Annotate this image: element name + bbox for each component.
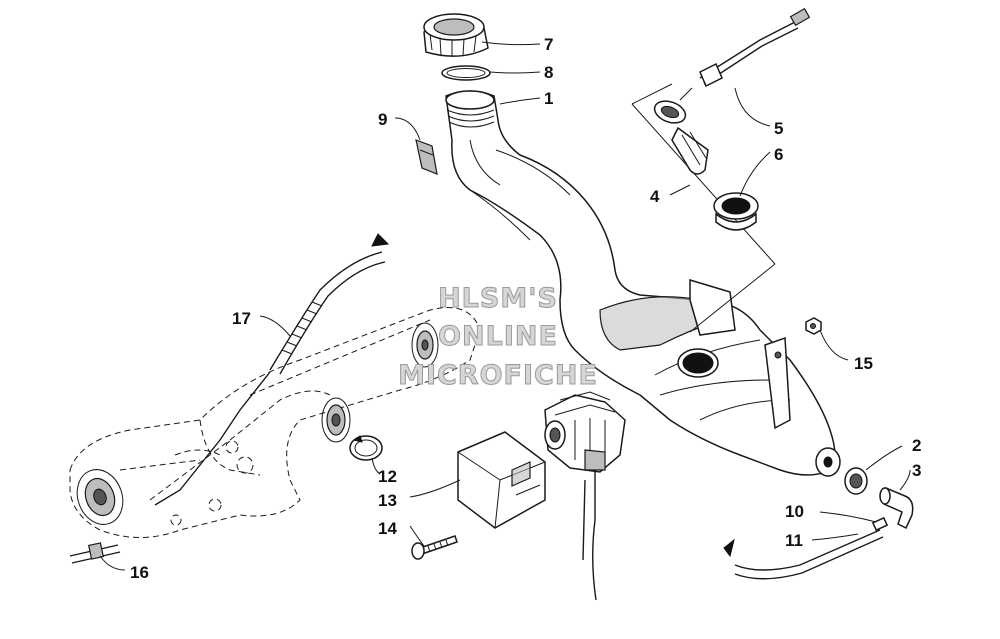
callout-17: 17 <box>232 309 251 328</box>
callout-5: 5 <box>774 119 783 138</box>
callout-6: 6 <box>774 145 783 164</box>
watermark: HLSM'S ONLINE MICROFICHE <box>398 283 598 392</box>
callout-8: 8 <box>544 63 553 82</box>
callout-11: 11 <box>785 531 803 550</box>
flange-nut <box>805 317 822 335</box>
callout-7: 7 <box>544 35 553 54</box>
fuel-tank <box>445 90 841 477</box>
carburetor <box>544 391 626 601</box>
watermark-line-2: ONLINE <box>438 321 558 352</box>
tank-bracket <box>764 336 791 430</box>
warning-decal <box>415 139 438 175</box>
callout-3: 3 <box>912 461 921 480</box>
engine-chassis-outline <box>69 307 481 538</box>
hose-fitting <box>69 542 121 564</box>
grommet <box>844 467 868 495</box>
fuel-level-sender <box>653 100 709 175</box>
callout-13: 13 <box>378 491 397 510</box>
drive-sprocket-middle <box>321 397 351 443</box>
callout-2: 2 <box>912 436 921 455</box>
drive-sprocket-right <box>411 322 439 368</box>
callout-10: 10 <box>785 502 804 521</box>
callout-15: 15 <box>854 354 873 373</box>
callout-12: 12 <box>378 467 397 486</box>
sender-nut <box>713 192 759 231</box>
drive-sprocket-left <box>76 469 124 525</box>
callout-1: 1 <box>544 89 553 108</box>
callout-16: 16 <box>130 563 149 582</box>
fuel-cap <box>423 13 489 57</box>
leader-lines <box>99 41 911 571</box>
callout-labels: 7 8 1 9 5 6 4 15 2 3 10 11 12 13 14 17 1… <box>130 35 921 582</box>
watermark-line-3: MICROFICHE <box>398 360 598 391</box>
vent-box <box>457 431 546 529</box>
callout-14: 14 <box>378 519 397 538</box>
hose-clip <box>871 516 889 532</box>
vent-hose <box>154 233 390 506</box>
callout-9: 9 <box>378 110 387 129</box>
mounting-screw <box>411 535 458 560</box>
fuel-hose <box>723 529 884 580</box>
watermark-line-1: HLSM'S <box>438 283 558 314</box>
sender-assembly-box <box>631 83 776 333</box>
elbow-fitting <box>879 486 914 530</box>
callout-4: 4 <box>650 187 660 206</box>
sender-wire-harness <box>679 7 811 101</box>
cap-o-ring <box>441 65 491 81</box>
hose-clamp <box>349 435 383 461</box>
